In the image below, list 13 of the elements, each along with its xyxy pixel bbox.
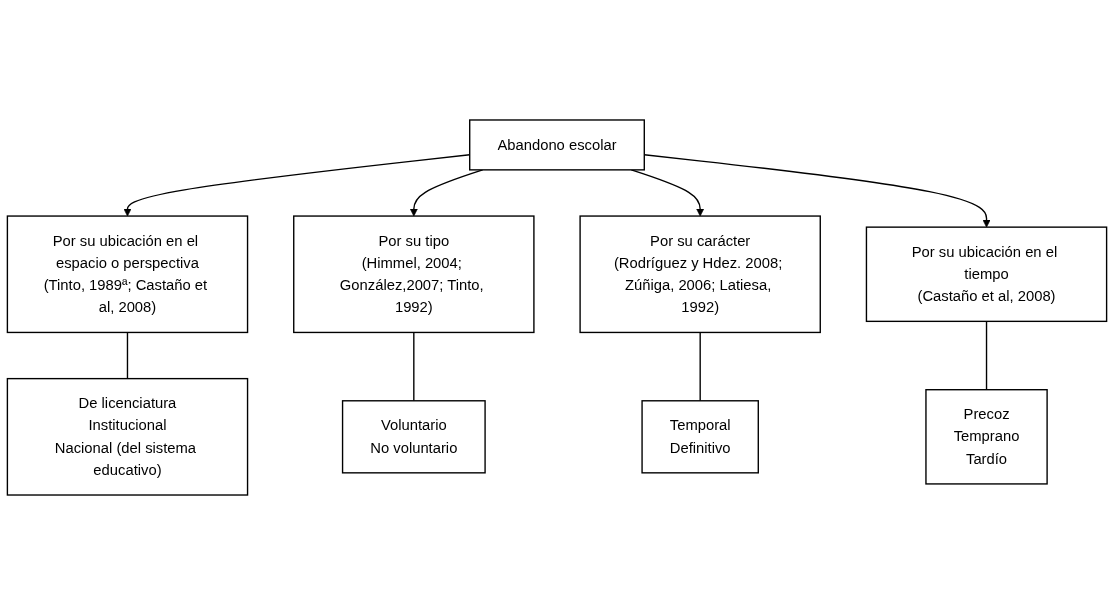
connector	[699, 331, 701, 402]
connector	[126, 331, 129, 380]
node-box: Precoz Temprano Tardío	[925, 389, 1048, 485]
node-box: De licenciatura Institucional Nacional (del sistema educativo)	[6, 377, 249, 496]
node-box: Por su carácter (Rodríguez y Hdez. 2008; Zúñiga, 2006; Latiesa, 1992)	[579, 215, 821, 334]
node-box: Por su tipo (Himmel, 2004; González,2007; Tinto, 1992)	[293, 215, 535, 334]
node-box: Por su ubicación en el tiempo (Castaño et al, 2008)	[865, 226, 1108, 323]
node-box: Temporal Definitivo	[641, 400, 759, 474]
connector	[985, 320, 988, 391]
node-box: Voluntario No voluntario	[341, 400, 486, 474]
node-box: Por su ubicación en el espacio o perspectiva (Tinto, 1989ª; Castaño et al, 2008)	[6, 215, 249, 334]
node-box: Abandono escolar	[469, 119, 645, 171]
connector	[413, 331, 415, 402]
